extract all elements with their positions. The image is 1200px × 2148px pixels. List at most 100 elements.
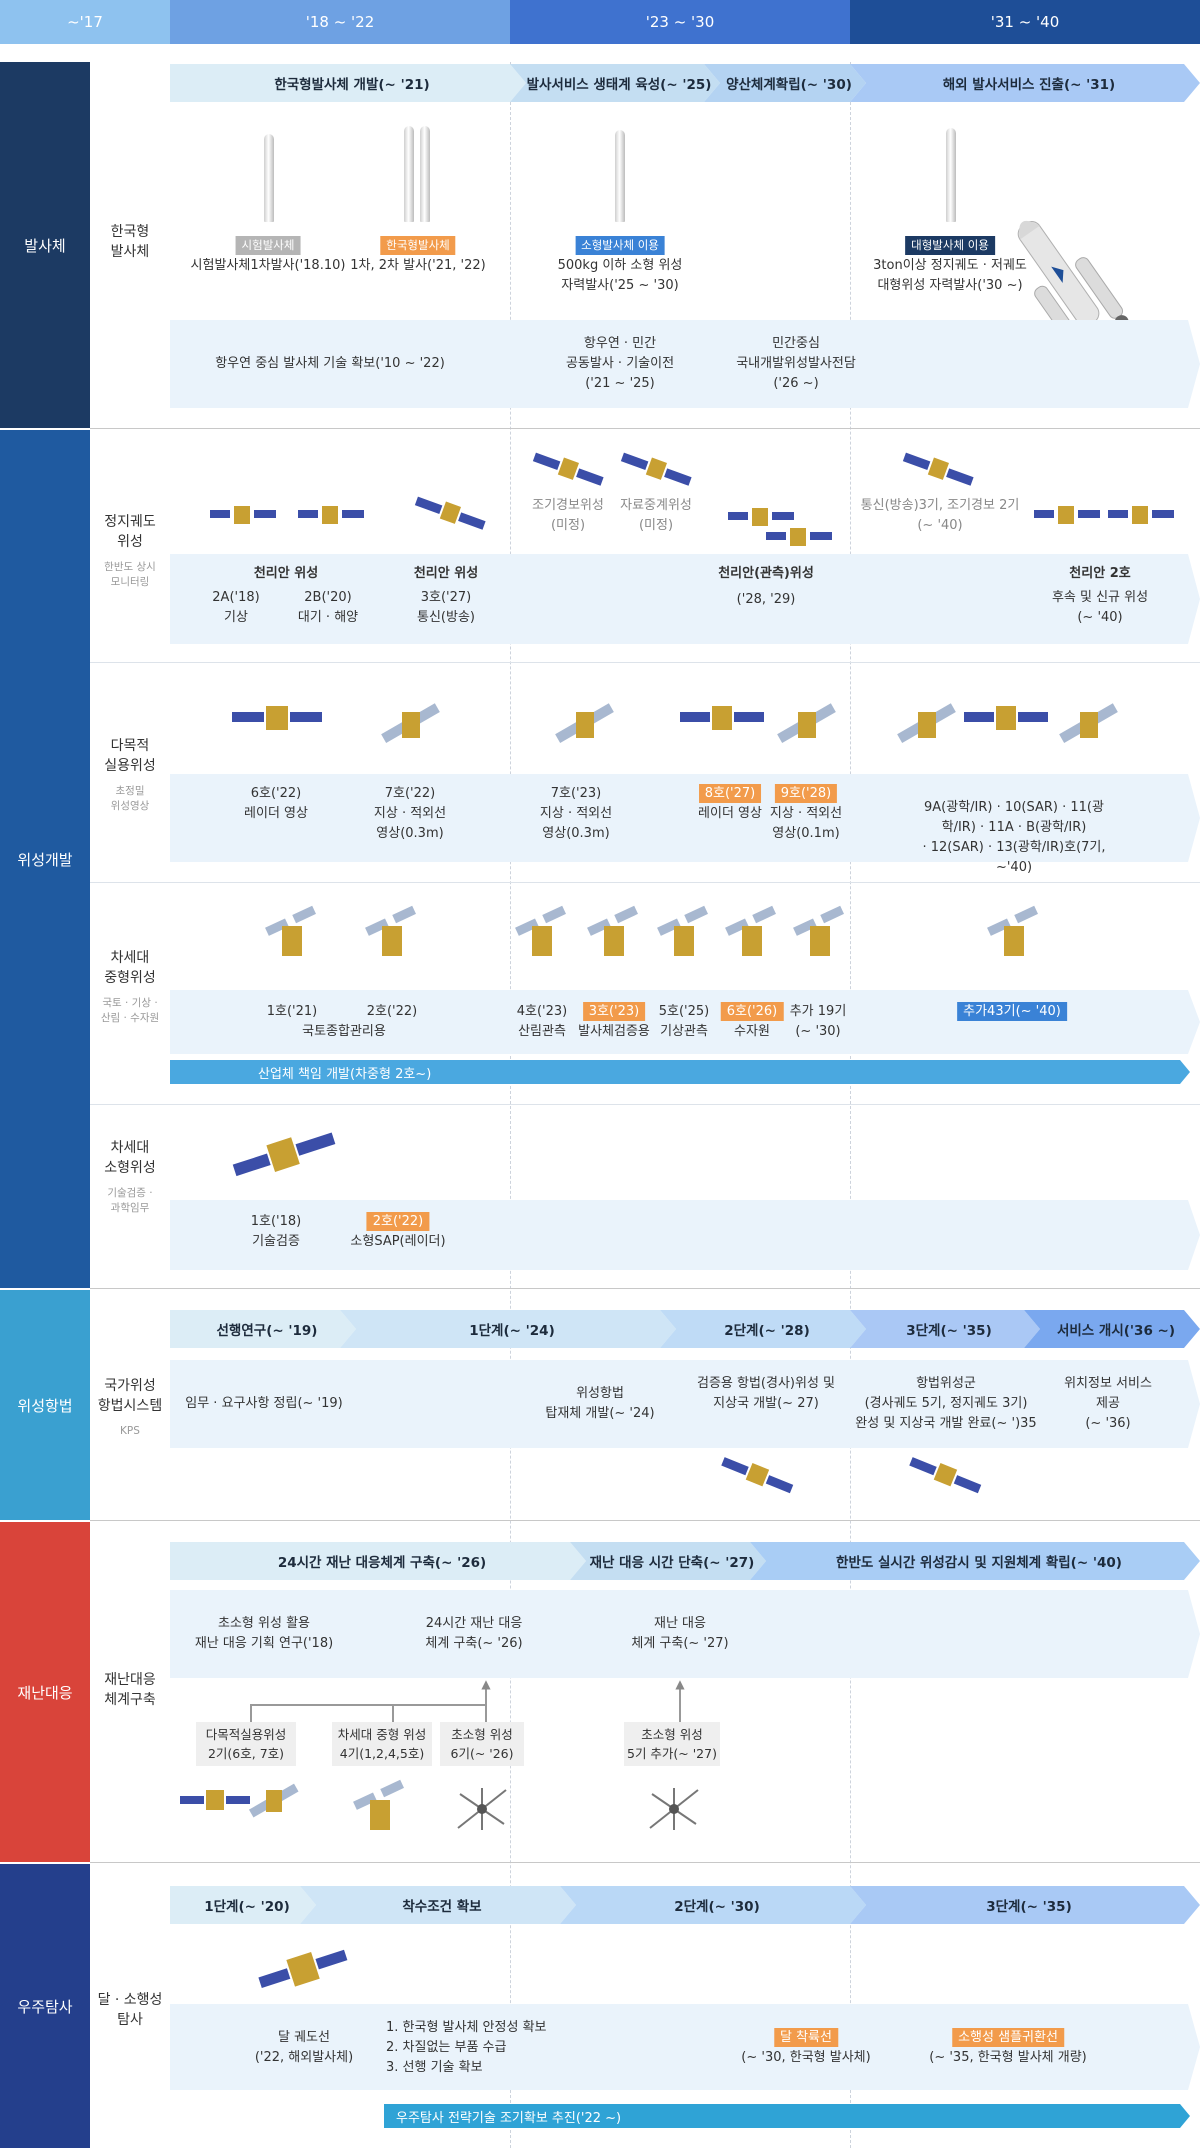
mid-43: 추가43기(~ '40) xyxy=(957,1002,1067,1022)
kompsat-optical-icon xyxy=(777,703,836,743)
period-header-2018: '18 ~ '22 xyxy=(170,0,510,44)
kompsat-sar-icon xyxy=(964,706,1048,730)
launch-tech-band xyxy=(170,320,1200,408)
period-header-pre: ~'17 xyxy=(0,0,170,44)
nav-stage-service: 서비스 개시('36 ~) xyxy=(1024,1310,1200,1348)
explore-stage-3: 3단계(~ '35) xyxy=(850,1886,1200,1924)
mid-12-desc: 국토종합관리용 xyxy=(302,1024,386,1039)
lunar-orbiter-icon xyxy=(258,1949,348,1988)
nav-t4: 항법위성군 (경사궤도 5기, 정지궤도 3기) 완성 및 지상국 개발 완료(… xyxy=(855,1376,1037,1431)
next-small-satellite-icon xyxy=(232,1132,336,1177)
explore-stage-2: 2단계(~ '30) xyxy=(560,1886,866,1924)
nav-t1: 임무 · 요구사항 정립(~ '19) xyxy=(185,1396,343,1411)
disaster-band xyxy=(170,1590,1200,1678)
explore-strategy-bar: 우주탐사 전략기술 조기확보 추진('22 ~) xyxy=(384,2104,1190,2128)
section-launch: 발사체 xyxy=(0,62,90,428)
geo-c2-title: 천리안 위성 xyxy=(413,566,479,581)
geo-satellite-icon xyxy=(532,452,604,486)
geo-satellite-icon xyxy=(1034,506,1100,524)
list-item: 1. 한국형 발사체 안정성 확보 xyxy=(386,2020,547,2035)
kompsat-optical-icon xyxy=(248,1783,299,1818)
launch-stage-dev: 한국형발사체 개발(~ '21) xyxy=(170,64,526,102)
multi-9: 9호('28)지상 · 적외선 영상(0.1m) xyxy=(769,784,843,841)
mid-4: 4호('23)산림관측 xyxy=(516,1004,568,1039)
row-separator xyxy=(90,428,1200,429)
rocket-nuri-icon xyxy=(404,126,414,222)
small-band xyxy=(170,1200,1200,1270)
nav-stage-1: 1단계(~ '24) xyxy=(340,1310,676,1348)
rocket-large-icon xyxy=(946,128,956,222)
geo-data-relay: 자료중계위성 (미정) xyxy=(620,498,692,533)
explore-band xyxy=(170,2004,1200,2090)
row-separator xyxy=(90,1520,1200,1521)
launch-band-private: 민간중심 국내개발위성발사전담 ('26 ~) xyxy=(736,336,856,391)
multi-future: 9A(광학/IR) · 10(SAR) · 11(광학/IR) · 11A · … xyxy=(922,800,1106,875)
multi-8: 8호('27)레이더 영상 xyxy=(698,784,762,821)
launch-stage-ecosystem: 발사서비스 생태계 육성(~ '25) xyxy=(510,64,720,102)
explore-lunar-lander: 달 착륙선(~ '30, 한국형 발사체) xyxy=(741,2028,871,2065)
geo-satellite-icon xyxy=(1108,506,1174,524)
connector-line xyxy=(392,1704,394,1726)
cas500-icon xyxy=(353,1779,404,1830)
explore-asteroid: 소행성 샘플귀환선(~ '35, 한국형 발사체 개량) xyxy=(929,2028,1087,2065)
period-divider-1 xyxy=(510,62,511,2148)
launch-band-kari: 항우연 중심 발사체 기술 확보('10 ~ '22) xyxy=(215,356,445,371)
launch-stage-overseas: 해외 발사서비스 진출(~ '31) xyxy=(850,64,1200,102)
nav-stage-pre: 선행연구(~ '19) xyxy=(170,1310,356,1348)
geo-c1a: 2A('18) 기상 xyxy=(212,590,260,625)
connector-line xyxy=(250,1704,486,1706)
disaster-row-label: 재난대응 체계구축 xyxy=(104,1672,156,1708)
nav-band xyxy=(170,1360,1200,1448)
small-1: 1호('18)기술검증 xyxy=(250,1214,302,1249)
cas500-icon xyxy=(515,905,566,956)
kompsat-sar-icon xyxy=(232,706,322,730)
geo-c4-title: 천리안 2호 xyxy=(1069,566,1131,581)
section-exploration: 우주탐사 xyxy=(0,1864,90,2148)
nav-stage-3: 3단계(~ '35) xyxy=(850,1310,1040,1348)
geo-c4: 후속 및 신규 위성 (~ '40) xyxy=(1051,590,1149,625)
launch-row-label: 한국형 발사체 xyxy=(110,224,150,260)
mid-1: 1호('21) xyxy=(266,1004,318,1019)
geo-c3: ('28, '29) xyxy=(736,592,796,607)
launch-stage-mass: 양산체계확립(~ '30) xyxy=(704,64,866,102)
disaster-box-micro: 초소형 위성 6기(~ '26) xyxy=(440,1722,524,1766)
period-divider-2 xyxy=(850,62,851,2148)
cas500-icon xyxy=(793,905,844,956)
microsatellite-icon xyxy=(457,1788,507,1830)
disaster-stage-24h: 24시간 재난 대응체계 구축(~ '26) xyxy=(170,1542,586,1580)
mid-5: 5호('25)기상관측 xyxy=(658,1004,710,1039)
connector-line xyxy=(485,1688,487,1726)
kompsat-optical-icon xyxy=(897,703,956,743)
kompsat-sar-icon xyxy=(180,1790,250,1810)
geo-c1-title: 천리안 위성 xyxy=(253,566,319,581)
geo-early-warning: 조기경보위성 (미정) xyxy=(532,498,604,533)
mid-19: 추가 19기(~ '30) xyxy=(789,1004,847,1039)
geo-satellite-icon xyxy=(414,496,486,530)
explore-prep-list: 1. 한국형 발사체 안정성 확보 2. 차질없는 부품 수급 3. 선행 기술… xyxy=(386,2018,547,2078)
multi-6: 6호('22)레이더 영상 xyxy=(244,786,308,821)
disaster-t1: 초소형 위성 활용 재난 대응 기획 연구('18) xyxy=(194,1616,334,1651)
multi-7: 7호('22)지상 · 적외선 영상(0.3m) xyxy=(373,786,447,841)
list-item: 3. 선행 기술 확보 xyxy=(386,2060,483,2075)
rocket-test-icon xyxy=(264,134,274,222)
period-header-2031: '31 ~ '40 xyxy=(850,0,1200,44)
row-separator xyxy=(90,662,1200,663)
rocket-nuri-icon xyxy=(420,126,430,222)
geo-band xyxy=(170,554,1200,644)
row-separator xyxy=(90,1288,1200,1289)
multi-7b: 7호('23)지상 · 적외선 영상(0.3m) xyxy=(539,786,613,841)
kompsat-optical-icon xyxy=(381,703,440,743)
geo-satellite-icon xyxy=(902,452,974,486)
geo-future: 통신(방송)3기, 조기경보 2기 (~ '40) xyxy=(860,498,1020,533)
rocket-small-icon xyxy=(615,130,625,222)
geo-satellite-icon xyxy=(766,528,832,546)
nav-t3: 검증용 항법(경사)위성 및 지상국 개발(~ 27) xyxy=(696,1376,836,1411)
row-separator xyxy=(90,1862,1200,1863)
kompsat-sar-icon xyxy=(680,706,764,730)
disaster-t3: 재난 대응 체계 구축(~ '27) xyxy=(631,1616,729,1651)
